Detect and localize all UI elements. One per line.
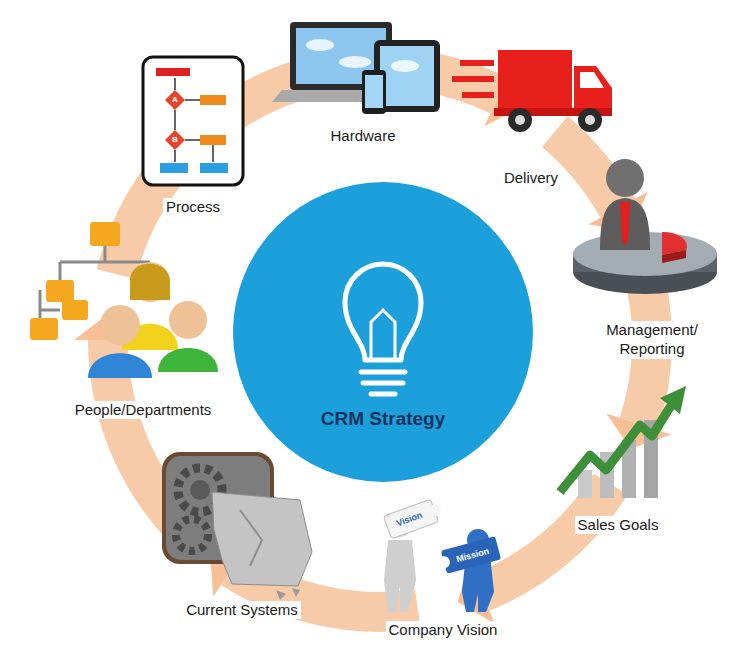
- item-label: Process: [163, 198, 223, 217]
- sales-chart-icon: [560, 386, 686, 498]
- vision-figures-icon: [383, 497, 501, 612]
- management-icon: [573, 159, 717, 294]
- item-label: Hardware: [327, 127, 398, 146]
- current-systems-icon: [162, 452, 312, 600]
- strategy-circle: CRM Strategy: [233, 182, 533, 482]
- item-label: People/Departments: [72, 401, 215, 420]
- item-label: Current Systems: [183, 601, 301, 620]
- flow-step-letter: A: [172, 96, 178, 104]
- flow-step-letter: B: [172, 136, 178, 144]
- hardware-icon: [272, 22, 440, 114]
- process-flowchart-icon: [143, 57, 243, 185]
- cycle-arrow-band: [482, 484, 611, 592]
- delivery-truck-icon: [452, 50, 612, 132]
- lightbulb-icon: [233, 182, 533, 482]
- item-label: Sales Goals: [575, 516, 662, 535]
- item-label: Company Vision: [386, 621, 501, 640]
- cycle-ring: [74, 36, 671, 624]
- people-icon: [30, 222, 218, 378]
- item-label: Management/ Reporting: [590, 321, 714, 359]
- strategy-title: CRM Strategy: [233, 408, 533, 430]
- item-label: Delivery: [501, 169, 561, 188]
